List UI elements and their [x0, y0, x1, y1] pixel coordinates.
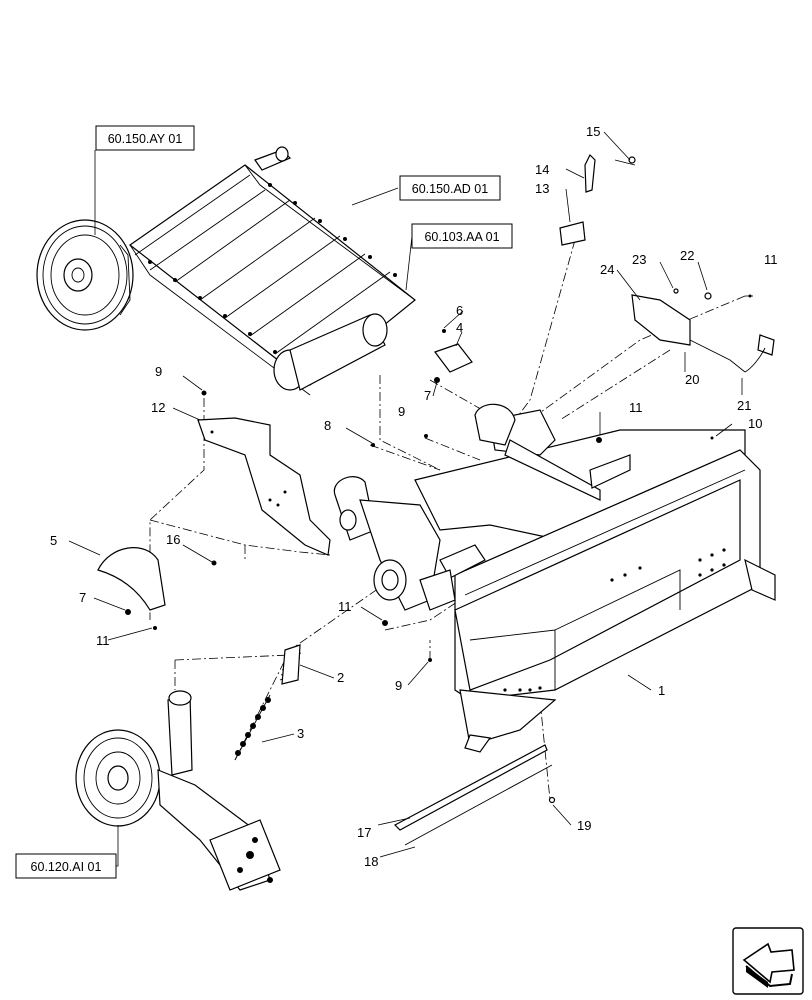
- bracket-part-12: [197, 417, 331, 556]
- plate-part-4: [434, 343, 473, 373]
- callout-18: 18: [364, 854, 378, 869]
- chain-part-3: [234, 694, 271, 761]
- arrow-icon[interactable]: [732, 927, 804, 995]
- callout-17: 17: [357, 825, 371, 840]
- callout-7b: 7: [79, 590, 86, 605]
- callout-11c: 11: [338, 599, 352, 614]
- callout-6: 6: [456, 303, 463, 318]
- main-frame: [414, 403, 776, 753]
- reference-box-60-120-ai-01[interactable]: 60.120.AI 01: [15, 853, 117, 879]
- callout-2: 2: [337, 670, 344, 685]
- callout-15: 15: [586, 124, 600, 139]
- callout-23: 23: [632, 252, 646, 267]
- spring-part-2: [279, 644, 302, 685]
- callout-24: 24: [600, 262, 614, 277]
- callout-3: 3: [297, 726, 304, 741]
- callout-9a: 9: [155, 364, 162, 379]
- callout-10: 10: [748, 416, 762, 431]
- callout-8: 8: [324, 418, 331, 433]
- callout-14: 14: [535, 162, 549, 177]
- callout-7a: 7: [424, 388, 431, 403]
- tensioner-assembly: [333, 476, 456, 611]
- callout-labels: 1 2 3 4 5 6 7 7 8 9 9 9 10 11 11 11 11 1…: [50, 124, 778, 869]
- reference-box-60-150-ad-01[interactable]: 60.150.AD 01: [399, 175, 501, 201]
- callout-16: 16: [166, 532, 180, 547]
- callout-9b: 9: [398, 404, 405, 419]
- leader-lines: [62, 131, 753, 867]
- callout-13: 13: [535, 181, 549, 196]
- callout-22: 22: [680, 248, 694, 263]
- svg-text:60.103.AA 01: 60.103.AA 01: [424, 230, 499, 244]
- callout-4: 4: [456, 320, 463, 335]
- frame-holes: [503, 548, 726, 692]
- callout-19: 19: [577, 818, 591, 833]
- drive-pulley: [36, 219, 134, 331]
- shield-part-5: [97, 547, 166, 611]
- callout-1: 1: [658, 683, 665, 698]
- svg-text:60.120.AI 01: 60.120.AI 01: [31, 860, 102, 874]
- sensor-parts-20-24: [631, 288, 775, 373]
- callout-11d: 11: [96, 633, 110, 648]
- lower-pulley-assembly: [75, 690, 281, 891]
- conveyor-assembly: [128, 146, 416, 396]
- callout-11a: 11: [764, 252, 778, 267]
- callout-21: 21: [737, 398, 751, 413]
- reference-box-60-150-ay-01[interactable]: 60.150.AY 01: [95, 125, 195, 151]
- callout-12: 12: [151, 400, 165, 415]
- fasteners: [125, 294, 752, 662]
- handle-parts-13-15: [559, 153, 636, 246]
- svg-text:60.150.AY 01: 60.150.AY 01: [108, 132, 183, 146]
- reference-box-60-103-aa-01[interactable]: 60.103.AA 01: [411, 223, 513, 249]
- svg-text:60.150.AD 01: 60.150.AD 01: [412, 182, 488, 196]
- wear-strips-17-19: [394, 744, 556, 846]
- callout-9c: 9: [395, 678, 402, 693]
- callout-11b: 11: [629, 400, 643, 415]
- callout-5: 5: [50, 533, 57, 548]
- callout-20: 20: [685, 372, 699, 387]
